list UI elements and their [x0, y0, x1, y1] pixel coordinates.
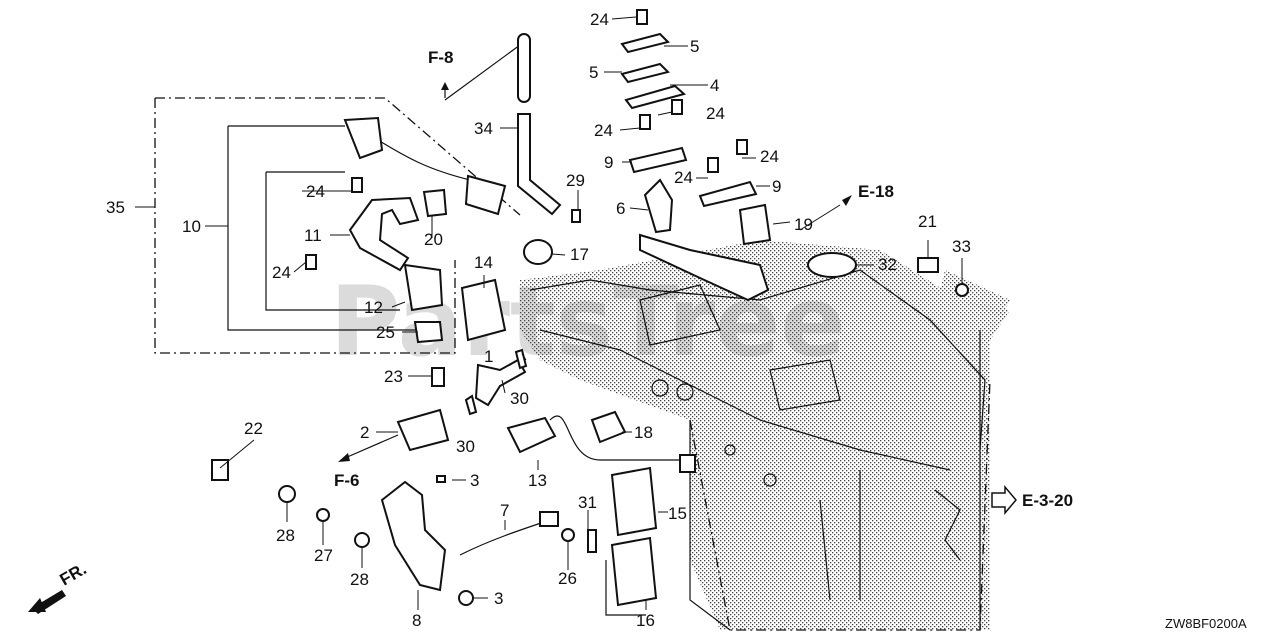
- ref-f8: F-8: [428, 48, 454, 67]
- callout-24c: 24: [594, 121, 613, 140]
- f8-arrow: [441, 44, 521, 101]
- bracket-11: [305, 177, 448, 272]
- ref-f6: F-6: [334, 471, 360, 490]
- callout-22: 22: [244, 419, 263, 438]
- harness-10: [343, 116, 507, 344]
- callout-28b: 28: [350, 570, 369, 589]
- callout-10: 10: [182, 217, 201, 236]
- callout-28a: 28: [276, 526, 295, 545]
- lower-left-parts: [396, 278, 696, 483]
- callout-7: 7: [500, 501, 509, 520]
- main-housing: [520, 240, 1010, 631]
- callout-2: 2: [360, 423, 369, 442]
- callout-15: 15: [668, 504, 687, 523]
- callout-9b: 9: [772, 177, 781, 196]
- callout-9a: 9: [604, 153, 613, 172]
- callout-30a: 30: [510, 389, 529, 408]
- callout-30b: 30: [456, 437, 475, 456]
- callout-24b: 24: [706, 104, 725, 123]
- ref-e18: E-18: [858, 182, 894, 201]
- callout-6: 6: [616, 199, 625, 218]
- callout-5a: 5: [690, 37, 699, 56]
- hose-34: [517, 33, 562, 216]
- callout-3a: 3: [470, 471, 479, 490]
- callout-11: 11: [304, 226, 322, 245]
- callout-25: 25: [376, 323, 395, 342]
- callout-18: 18: [634, 423, 653, 442]
- ref-e320: E-3-20: [1022, 491, 1073, 510]
- callout-24g: 24: [272, 263, 291, 282]
- leader-lines: [135, 16, 963, 610]
- front-label: FR.: [57, 559, 90, 589]
- callout-29: 29: [566, 171, 585, 190]
- callout-17: 17: [570, 245, 589, 264]
- callout-13: 13: [528, 471, 547, 490]
- callout-8: 8: [412, 611, 421, 630]
- callout-16: 16: [636, 611, 655, 630]
- shift-assembly: [523, 178, 969, 302]
- drawing-code: ZW8BF0200A: [1165, 616, 1247, 631]
- callout-12: 12: [364, 298, 383, 317]
- callout-27: 27: [314, 546, 333, 565]
- plates-group: [620, 9, 758, 208]
- group-brackets: [154, 97, 521, 354]
- grommets: [605, 466, 658, 616]
- callout-35: 35: [106, 198, 125, 217]
- callout-19: 19: [794, 215, 813, 234]
- callout-24a: 24: [590, 10, 609, 29]
- callouts: 1 2 3 3 4 5 5 6 7 8 9 9 10 11 12 13 14 1…: [106, 10, 971, 630]
- ref-arrows: [28, 195, 1017, 614]
- callout-4: 4: [710, 76, 719, 95]
- callout-34: 34: [474, 119, 493, 138]
- callout-14: 14: [474, 253, 493, 272]
- callout-26: 26: [558, 569, 577, 588]
- callout-32: 32: [878, 255, 897, 274]
- callout-23: 23: [384, 367, 403, 386]
- callout-1: 1: [484, 347, 493, 366]
- callout-24e: 24: [674, 168, 693, 187]
- callout-33: 33: [952, 237, 971, 256]
- callout-5b: 5: [589, 63, 598, 82]
- callout-21: 21: [918, 212, 937, 231]
- callout-24f: 24: [306, 182, 325, 201]
- callout-3b: 3: [494, 589, 503, 608]
- guard-group: [211, 459, 597, 606]
- callout-31: 31: [578, 493, 597, 512]
- callout-20: 20: [424, 230, 443, 249]
- callout-24d: 24: [760, 147, 779, 166]
